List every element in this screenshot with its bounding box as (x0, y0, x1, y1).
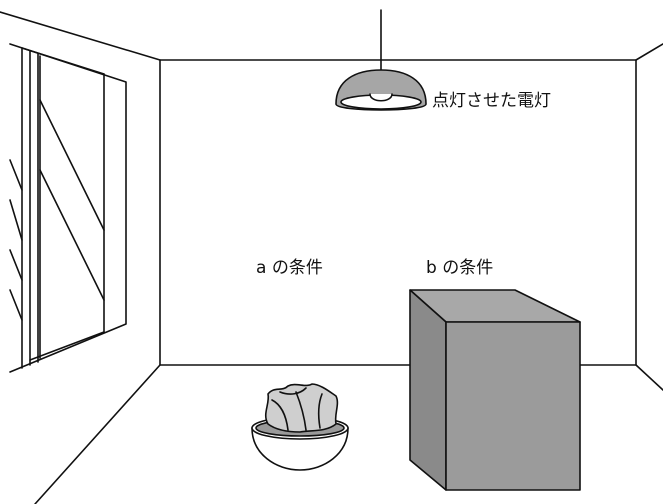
box-front (445, 321, 581, 491)
window-frame-inner-top (21, 47, 105, 75)
cabbage-in-bowl (251, 383, 349, 471)
cabbage-leaf-vein-2 (295, 391, 307, 431)
window-glass-reflection-1 (39, 99, 105, 231)
cabbage-leaf-vein-1 (271, 399, 289, 431)
ceiling-right-edge (635, 43, 663, 61)
window-outer-frame (9, 43, 127, 373)
window-glass-reflection-6 (9, 289, 23, 321)
window (9, 43, 127, 373)
window-glass-reflection-3 (9, 159, 23, 191)
window-glass-reflection-5 (9, 249, 23, 281)
cabbage-leaf-vein-3 (317, 393, 323, 429)
pendant-lamp (335, 9, 427, 111)
condition-b-label: b の条件 (426, 258, 494, 278)
box-left-side (409, 289, 447, 491)
box-cover (409, 289, 581, 491)
ceiling-left-edge (0, 11, 161, 61)
lamp-bulb (369, 93, 393, 102)
room-walls (0, 11, 663, 504)
lamp-label: 点灯させた電灯 (432, 91, 551, 111)
floor-left-edge (34, 364, 161, 504)
floor-right-edge (635, 364, 663, 391)
bowl (251, 427, 349, 471)
cabbage-leaf-vein-4 (279, 387, 307, 395)
window-frame-inner-bottom (29, 331, 105, 361)
window-glass-reflection-2 (39, 169, 105, 301)
condition-a-label: a の条件 (256, 258, 323, 278)
window-glass-reflection-4 (9, 199, 23, 241)
